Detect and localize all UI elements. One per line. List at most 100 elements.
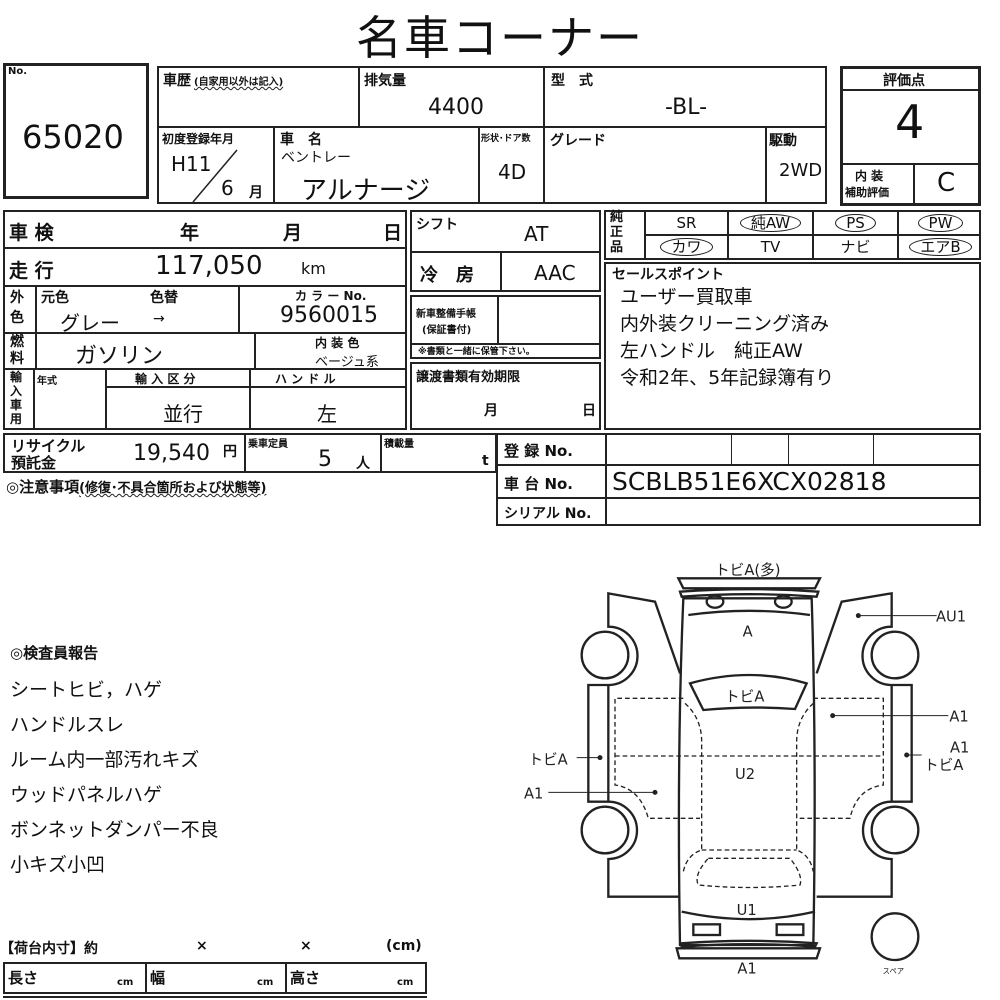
displacement-value: 4400 [428, 95, 484, 120]
roof-and-door-dashes [614, 697, 884, 889]
transfer-label: 譲渡書類有効期限 [416, 370, 521, 385]
divider [497, 295, 499, 343]
divider [500, 251, 502, 292]
option-label-circled: PW [917, 214, 964, 232]
lot-box: No. 65020 [3, 63, 149, 199]
damage-front-bumper: トビA(多) [715, 562, 780, 579]
doors-label: 形状･ドア数 [481, 134, 531, 144]
caution-heading: ◎注意事項(修復･不具合箇所および状態等) [6, 476, 266, 497]
load-cell: 積載量 t [380, 433, 497, 473]
divider [105, 386, 405, 388]
divider [35, 285, 37, 334]
load-label: 積載量 [384, 439, 414, 450]
import-row: 輸入車用 年式 輸 入 区 分 並行 ハ ン ド ル 左 [3, 368, 407, 430]
car-maker: ベントレー [281, 150, 351, 166]
lot-number: 65020 [22, 118, 124, 156]
front-bumper [676, 577, 822, 598]
inspector-item: ボンネットダンパー不良 [10, 819, 219, 841]
cargo-height-label: 高さ [290, 969, 321, 987]
sales-points: セールスポイント ユーザー買取車 内外装クリーニング済み 左ハンドル 純正AW … [604, 262, 981, 430]
damage-windshield: トビA [725, 689, 764, 706]
spare-tire [870, 912, 920, 962]
interior-label-cell: 内 装 補助評価 [843, 165, 915, 205]
color-no-value: 9560015 [280, 303, 378, 328]
option-tv: TV [729, 236, 812, 258]
headlight-left [705, 594, 725, 609]
grade-cell: グレード [543, 126, 767, 204]
history-label: 車歴(自家用以外は記入) [163, 70, 283, 90]
cargo-unit: (cm) [386, 938, 422, 954]
recycle-unit: 円 [223, 444, 237, 460]
option-leather: カワ [646, 236, 727, 258]
score-header: 評価点 [843, 69, 978, 91]
damage-left-door: A1 [524, 785, 543, 802]
divider [605, 433, 607, 526]
divider [727, 210, 729, 260]
damage-right-sill-1: A1 [950, 739, 969, 756]
drive-cell: 駆動 2WD [765, 126, 827, 204]
divider [3, 996, 427, 998]
wheel-rear-right [870, 805, 920, 855]
service-book-label-2: (保証書付) [422, 325, 472, 336]
service-book-note: ※書類と一緒に保管下さい。 [418, 347, 535, 357]
capacity-value: 5 [318, 447, 332, 472]
mileage-label: 走 行 [9, 260, 54, 282]
genuine-label: 純正品 [610, 210, 624, 255]
import-type-label: 輸 入 区 分 [135, 372, 196, 386]
genuine-options: 純正品 SR 純AW PS PW カワ TV ナビ エアB [604, 210, 981, 260]
sales-point: 令和2年、5年記録簿有り [620, 367, 835, 389]
load-unit: t [482, 453, 489, 469]
inspector-item: ハンドルスレ [10, 714, 125, 736]
service-book-label-1: 新車整備手帳 [416, 309, 476, 320]
orig-color-value: グレー [60, 311, 120, 335]
slash-divider [192, 149, 238, 203]
divider [238, 285, 240, 334]
damage-hood: A [743, 624, 753, 641]
inspector-title: ◎検査員報告 [10, 644, 99, 662]
capacity-unit: 人 [356, 456, 370, 472]
score-box: 評価点 4 内 装 補助評価 C [840, 66, 981, 206]
recycle-label-2: 預託金 [11, 454, 57, 472]
wheel-rear-left [580, 805, 630, 855]
divider [897, 210, 899, 260]
divider [33, 368, 35, 430]
divider [249, 368, 251, 430]
doors-value: 4D [498, 160, 527, 184]
displacement-cell: 排気量 4400 [358, 66, 545, 128]
mileage-value: 117,050 [155, 251, 263, 281]
handle-value: 左 [317, 402, 337, 426]
drive-value: 2WD [779, 160, 823, 181]
option-navi: ナビ [814, 236, 897, 258]
transfer-month: 月 [484, 403, 498, 419]
damage-rear-bumper: A1 [737, 960, 756, 977]
cargo-height-cell: 高さ cm [285, 962, 427, 994]
headlight-right [773, 594, 793, 609]
chassis-no-label: 車 台 No. [504, 475, 574, 493]
orig-color-label: 元色 [41, 290, 69, 306]
drive-label: 駆動 [769, 133, 797, 149]
history-note: (自家用以外は記入) [194, 77, 284, 88]
capacity-cell: 乗車定員 5 人 [244, 433, 382, 473]
score-label: 評価点 [883, 73, 925, 89]
wheel-front-left [580, 630, 630, 680]
right-side-panel [815, 591, 913, 898]
inspection-row: 車 検 年 月 日 [3, 210, 407, 249]
caution-label: ◎注意事項 [6, 478, 80, 496]
import-year-label: 年式 [37, 376, 57, 387]
model-code-label: 型 式 [551, 73, 593, 89]
interior-score: C [937, 168, 956, 198]
inspection-day: 日 [383, 222, 403, 244]
first-reg-cell: 初度登録年月 H11 6 月 [157, 126, 275, 204]
option-label-circled: 純AW [739, 214, 802, 232]
cargo-cm: cm [397, 977, 414, 988]
sales-points-list: ユーザー買取車 内外装クリーニング済み 左ハンドル 純正AW 令和2年、5年記録… [620, 284, 834, 392]
option-ps: PS [814, 212, 897, 234]
leader-lines [548, 613, 949, 795]
first-reg-label: 初度登録年月 [162, 132, 235, 146]
fuel-row: 燃料 ガソリン 内 装 色 ベージュ系 [3, 332, 407, 370]
sales-point: 内外装クリーニング済み [620, 313, 830, 335]
divider [254, 332, 256, 370]
spare-label: スペア [883, 966, 904, 975]
windshield [688, 673, 809, 712]
